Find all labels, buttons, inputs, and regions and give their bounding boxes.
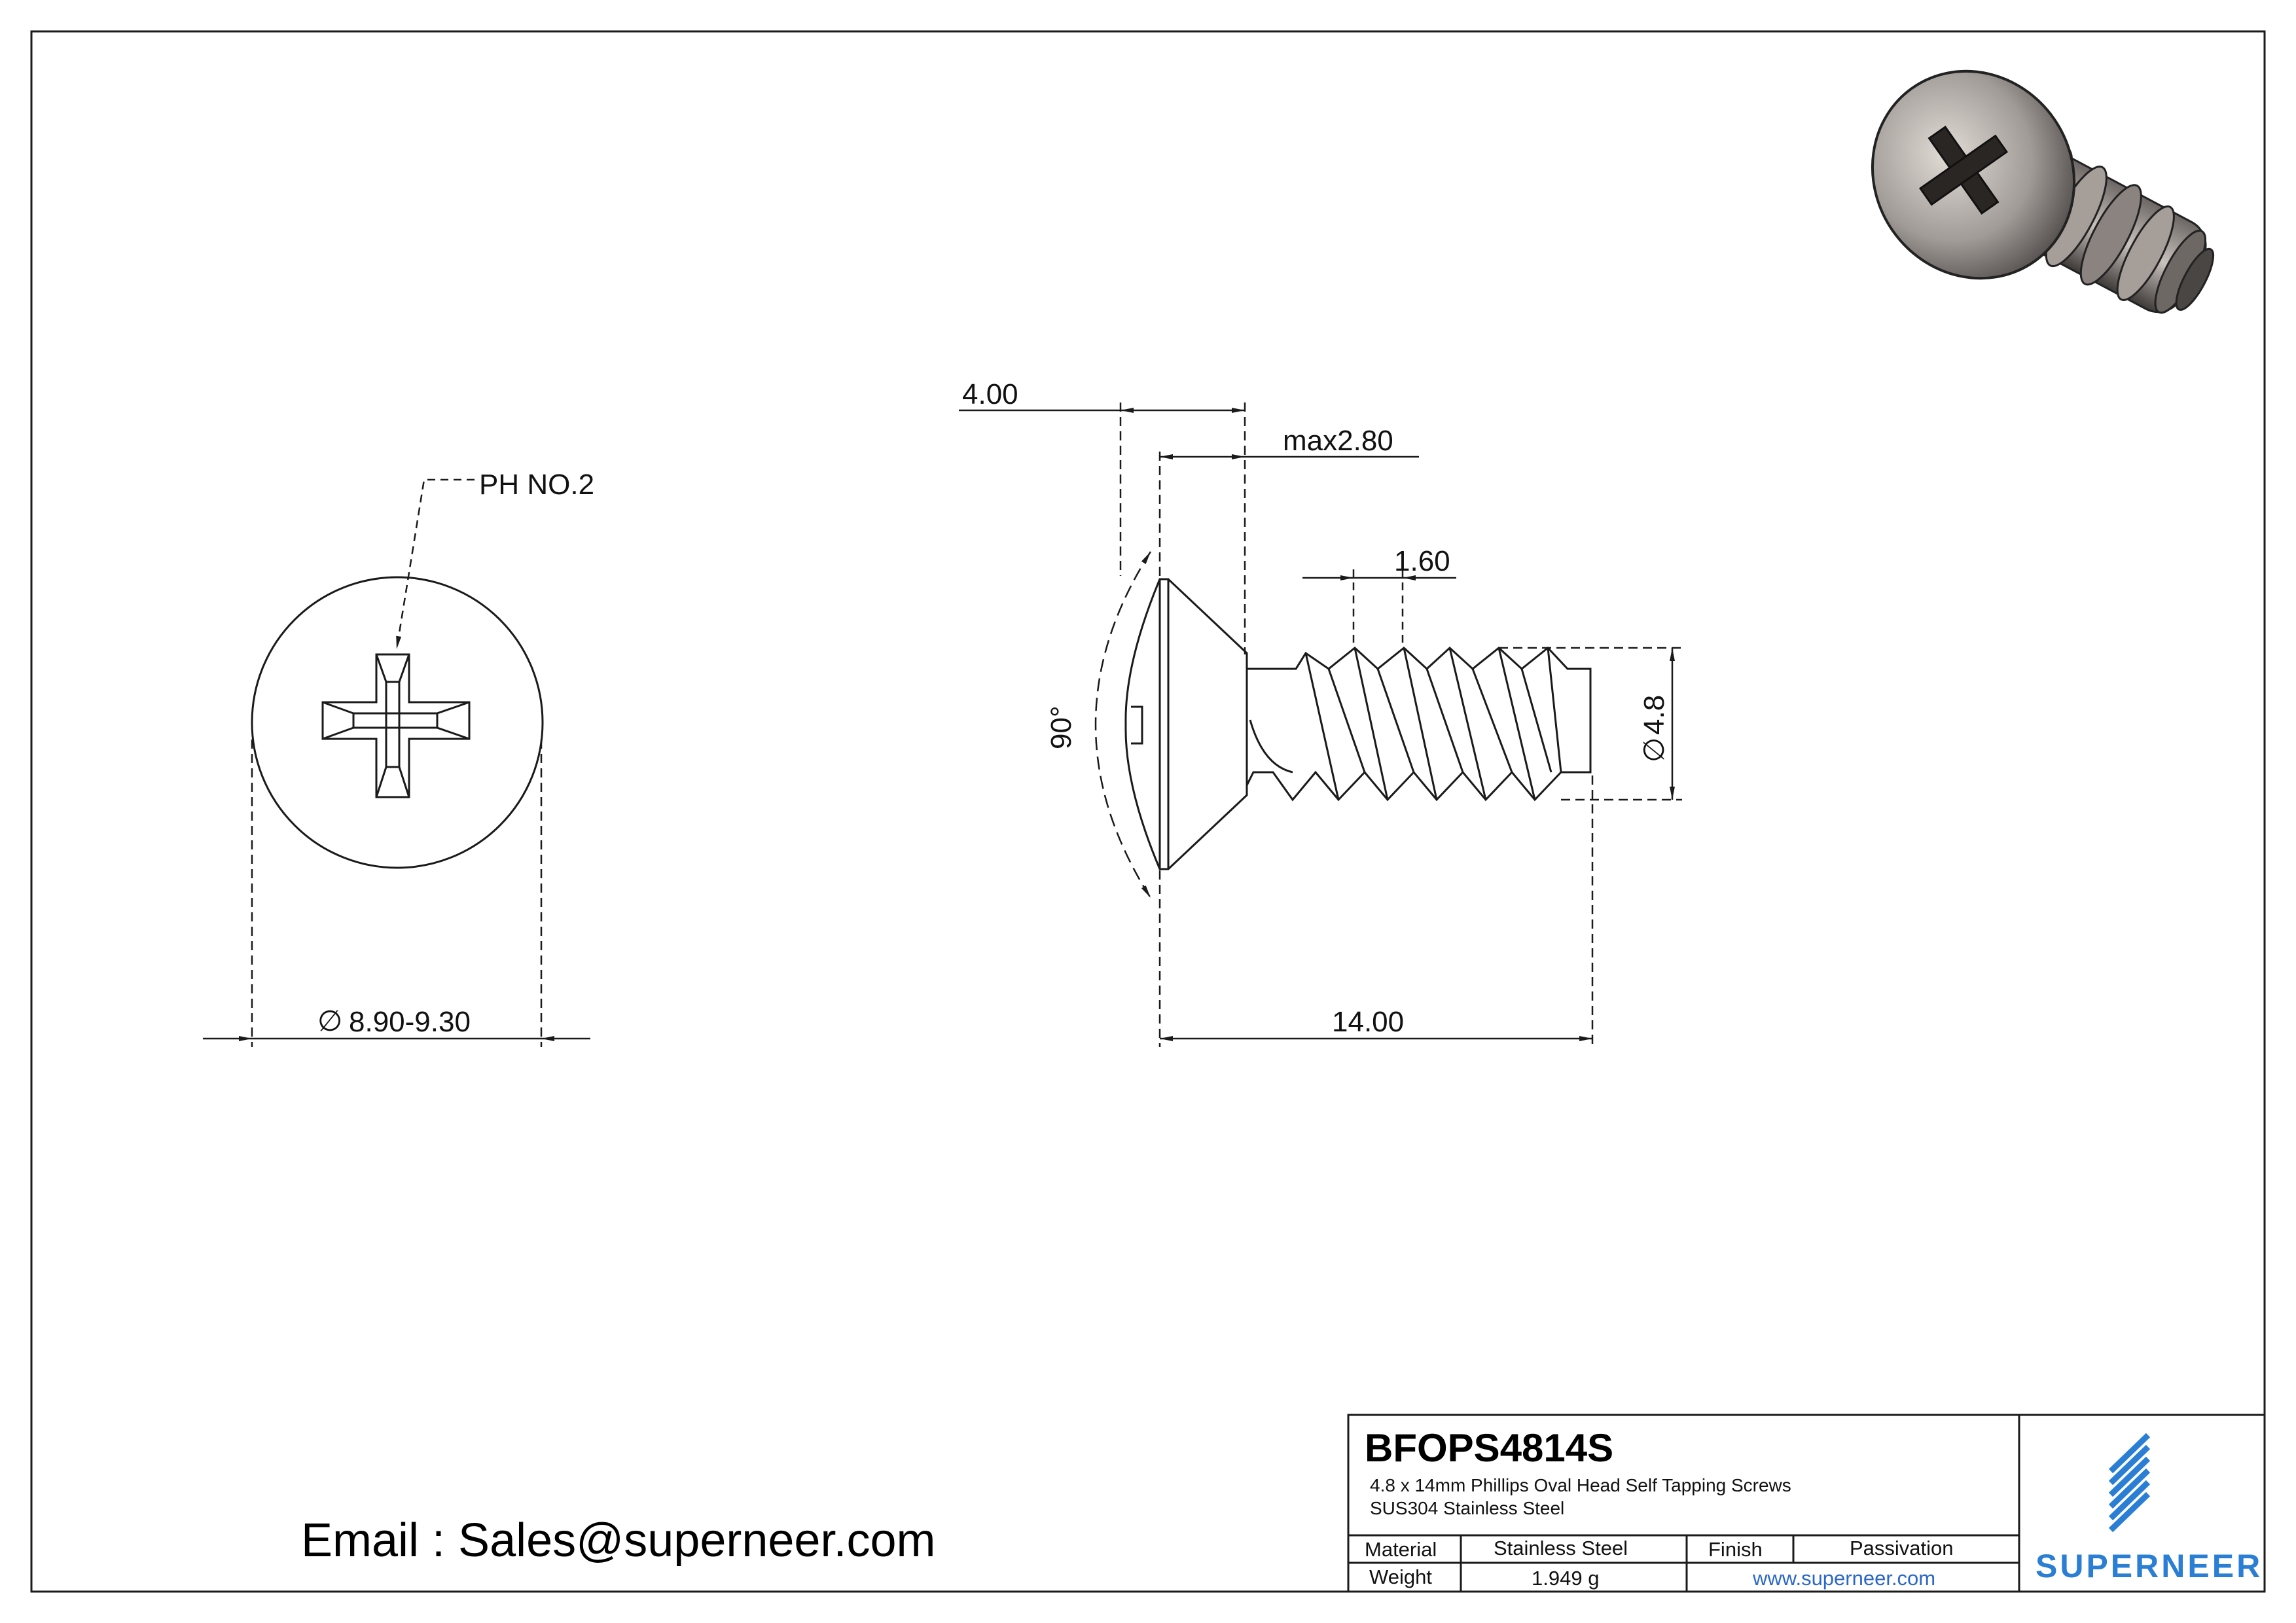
drive-label: PH NO.2: [479, 469, 594, 501]
head-front-view: [251, 576, 544, 869]
side-dimensions: [959, 402, 1682, 1047]
website-link[interactable]: www.superneer.com: [1752, 1567, 1935, 1590]
material-spec: SUS304 Stainless Steel: [1370, 1498, 1564, 1518]
phillips-recess: [321, 653, 471, 798]
finish-label: Finish: [1708, 1538, 1763, 1561]
length-label: 14.00: [1332, 1006, 1404, 1038]
finish-value: Passivation: [1850, 1537, 1954, 1560]
screw-side-view: [1124, 578, 1592, 870]
weight-label: Weight: [1369, 1565, 1432, 1588]
contact-email[interactable]: Email : Sales@superneer.com: [301, 1514, 936, 1567]
head-angle-label: 90°: [1045, 705, 1077, 749]
head-max-label: max2.80: [1283, 425, 1393, 457]
diameter-symbol-head: ∅: [317, 1005, 342, 1037]
material-value: Stainless Steel: [1494, 1537, 1628, 1560]
thread-diameter-label: 4.8: [1638, 695, 1670, 735]
part-description: 4.8 x 14mm Phillips Oval Head Self Tappi…: [1370, 1475, 1791, 1495]
head-outline: [251, 576, 544, 869]
drive-callout: [395, 478, 475, 650]
page-border: [30, 30, 2266, 1593]
title-block: [1347, 1414, 2266, 1593]
diameter-symbol-thread: ∅: [1638, 738, 1670, 762]
material-label: Material: [1365, 1538, 1437, 1561]
oval-head: [1124, 578, 1248, 870]
thread-diameter-group: ∅ 4.8: [1638, 695, 1670, 762]
brand-logo-icon: [2108, 1433, 2151, 1533]
pitch-label: 1.60: [1394, 545, 1450, 577]
head-diameter-label: 8.90-9.30: [349, 1006, 471, 1038]
part-number: BFOPS4814S: [1365, 1426, 1613, 1470]
head-height-label: 4.00: [962, 378, 1018, 410]
screw-3d-render: [1871, 69, 2215, 314]
head-diameter-dimension: [203, 740, 590, 1047]
screw-shank: [1246, 646, 1592, 802]
weight-value: 1.949 g: [1532, 1567, 1599, 1590]
brand-name: SUPERNEER: [2036, 1548, 2263, 1584]
